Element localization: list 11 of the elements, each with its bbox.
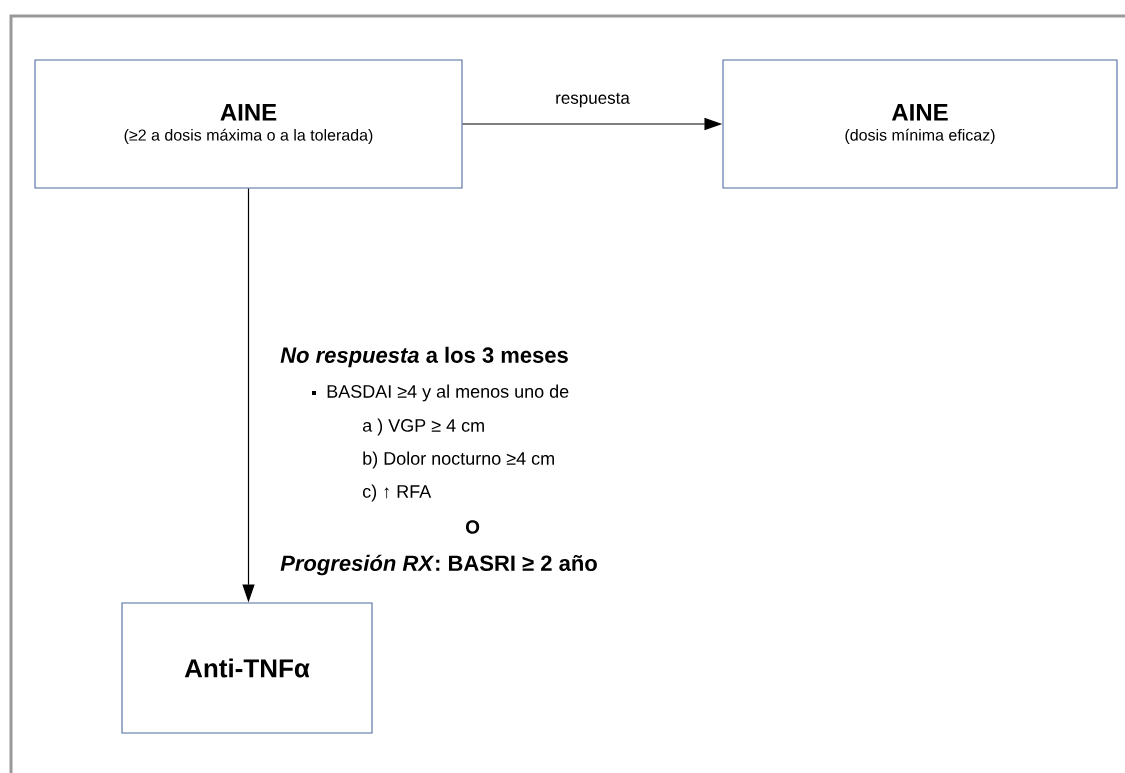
process-box: AINE (≥2 a dosis máxima o a la tolerada)	[34, 59, 463, 189]
criterion-text: a ) VGP ≥ 4 cm	[362, 418, 484, 436]
edge-label: respuesta	[554, 91, 631, 109]
criterion-heading: No respuesta a los 3 meses	[280, 346, 568, 368]
criterion-text: BASDAI ≥4 y al menos uno de	[327, 384, 569, 402]
criterion-heading: Progresión RX: BASRI ≥ 2 año	[280, 554, 597, 576]
criterion-text: b) Dolor nocturno ≥4 cm	[363, 451, 554, 469]
process-box: Anti-TNFα	[121, 602, 373, 734]
process-box: AINE (dosis mínima eficaz)	[722, 59, 1118, 189]
criterion-text: c) ↑ RFA	[362, 484, 432, 502]
criterion-text: O	[466, 520, 480, 534]
